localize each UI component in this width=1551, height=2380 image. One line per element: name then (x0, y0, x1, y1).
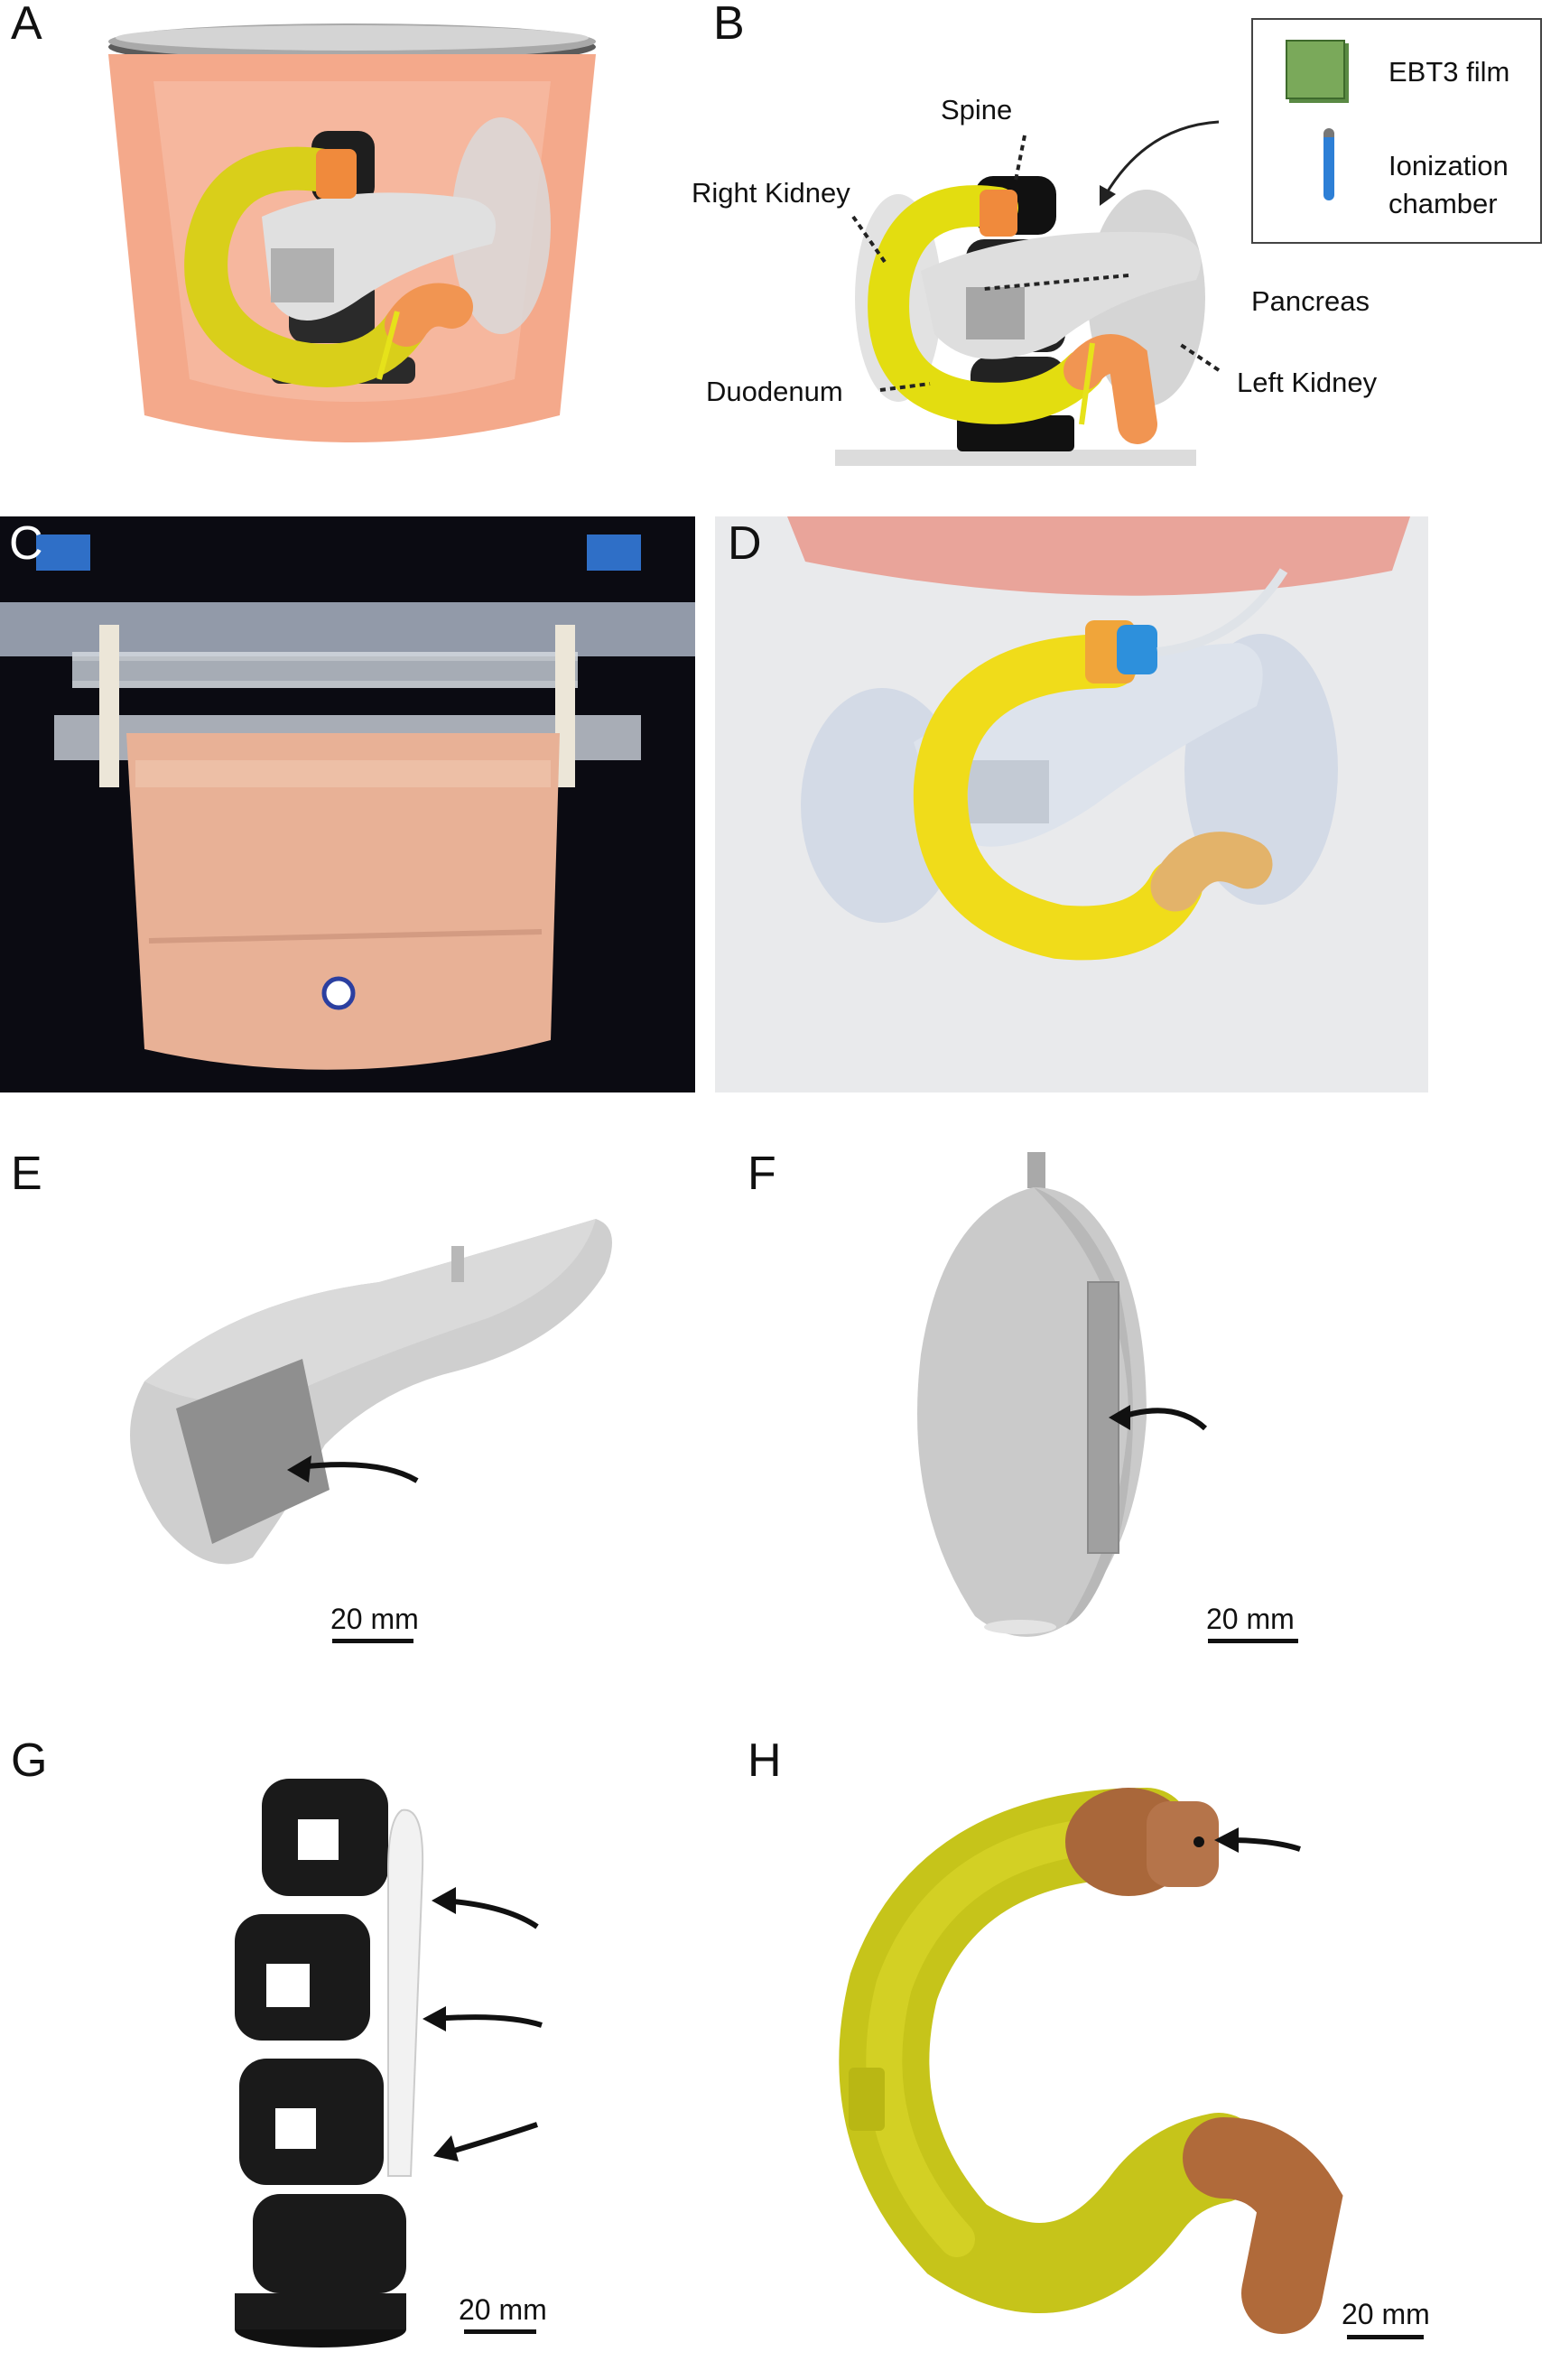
scale-label-g: 20 mm (459, 2293, 547, 2326)
pancreas-render-e (130, 1219, 612, 1565)
spine-render-g (235, 1779, 543, 2347)
panel-b-label: B (713, 0, 745, 50)
panel-h-label: H (748, 1734, 782, 1787)
phantom-photo-d (787, 516, 1410, 961)
phantom-photo-c (0, 535, 695, 1070)
legend-chamber-line2: chamber (1388, 188, 1498, 219)
panel-d-label: D (728, 517, 762, 570)
panel-c: C (0, 516, 695, 1092)
legend-chamber-line1: Ionization (1388, 150, 1509, 181)
panel-d: D (715, 516, 1428, 1092)
panel-h: H 20 mm (722, 1734, 1551, 2380)
phantom-render-a (108, 23, 596, 442)
panel-a: A (0, 0, 632, 469)
panel-f: F 20 mm (722, 1147, 1551, 1688)
label-pancreas: Pancreas (1251, 285, 1370, 317)
ebt3-film-icon (1286, 40, 1345, 99)
kidney-render-f (917, 1152, 1208, 1637)
panel-g: G 20 mm (0, 1734, 704, 2380)
panel-e-label: E (11, 1148, 42, 1200)
duodenum-render-h (839, 1788, 1343, 2334)
label-spine: Spine (941, 94, 1013, 126)
panel-e: E 20 mm (0, 1147, 704, 1688)
label-left-kidney: Left Kidney (1237, 367, 1378, 398)
scale-label-h: 20 mm (1342, 2298, 1430, 2330)
panel-a-label: A (11, 0, 42, 50)
panel-f-label: F (748, 1148, 776, 1200)
scale-bar-g (464, 2329, 536, 2334)
legend-film-label: EBT3 film (1388, 56, 1510, 88)
scale-bar-e (332, 1639, 413, 1643)
legend-box: EBT3 film Ionization chamber (1251, 18, 1542, 244)
panel-g-label: G (11, 1734, 48, 1787)
phantom-schematic-b (835, 120, 1221, 466)
ionization-chamber-icon (1323, 128, 1334, 200)
panel-b: B Spine Right Kidney Pancreas Duodenum (659, 0, 1551, 488)
scale-label-e: 20 mm (330, 1603, 419, 1635)
scale-bar-h (1347, 2335, 1424, 2339)
scale-bar-f (1208, 1639, 1298, 1643)
scale-label-f: 20 mm (1206, 1603, 1295, 1635)
label-duodenum: Duodenum (706, 376, 843, 407)
label-right-kidney: Right Kidney (692, 177, 850, 209)
panel-c-label: C (9, 517, 43, 570)
